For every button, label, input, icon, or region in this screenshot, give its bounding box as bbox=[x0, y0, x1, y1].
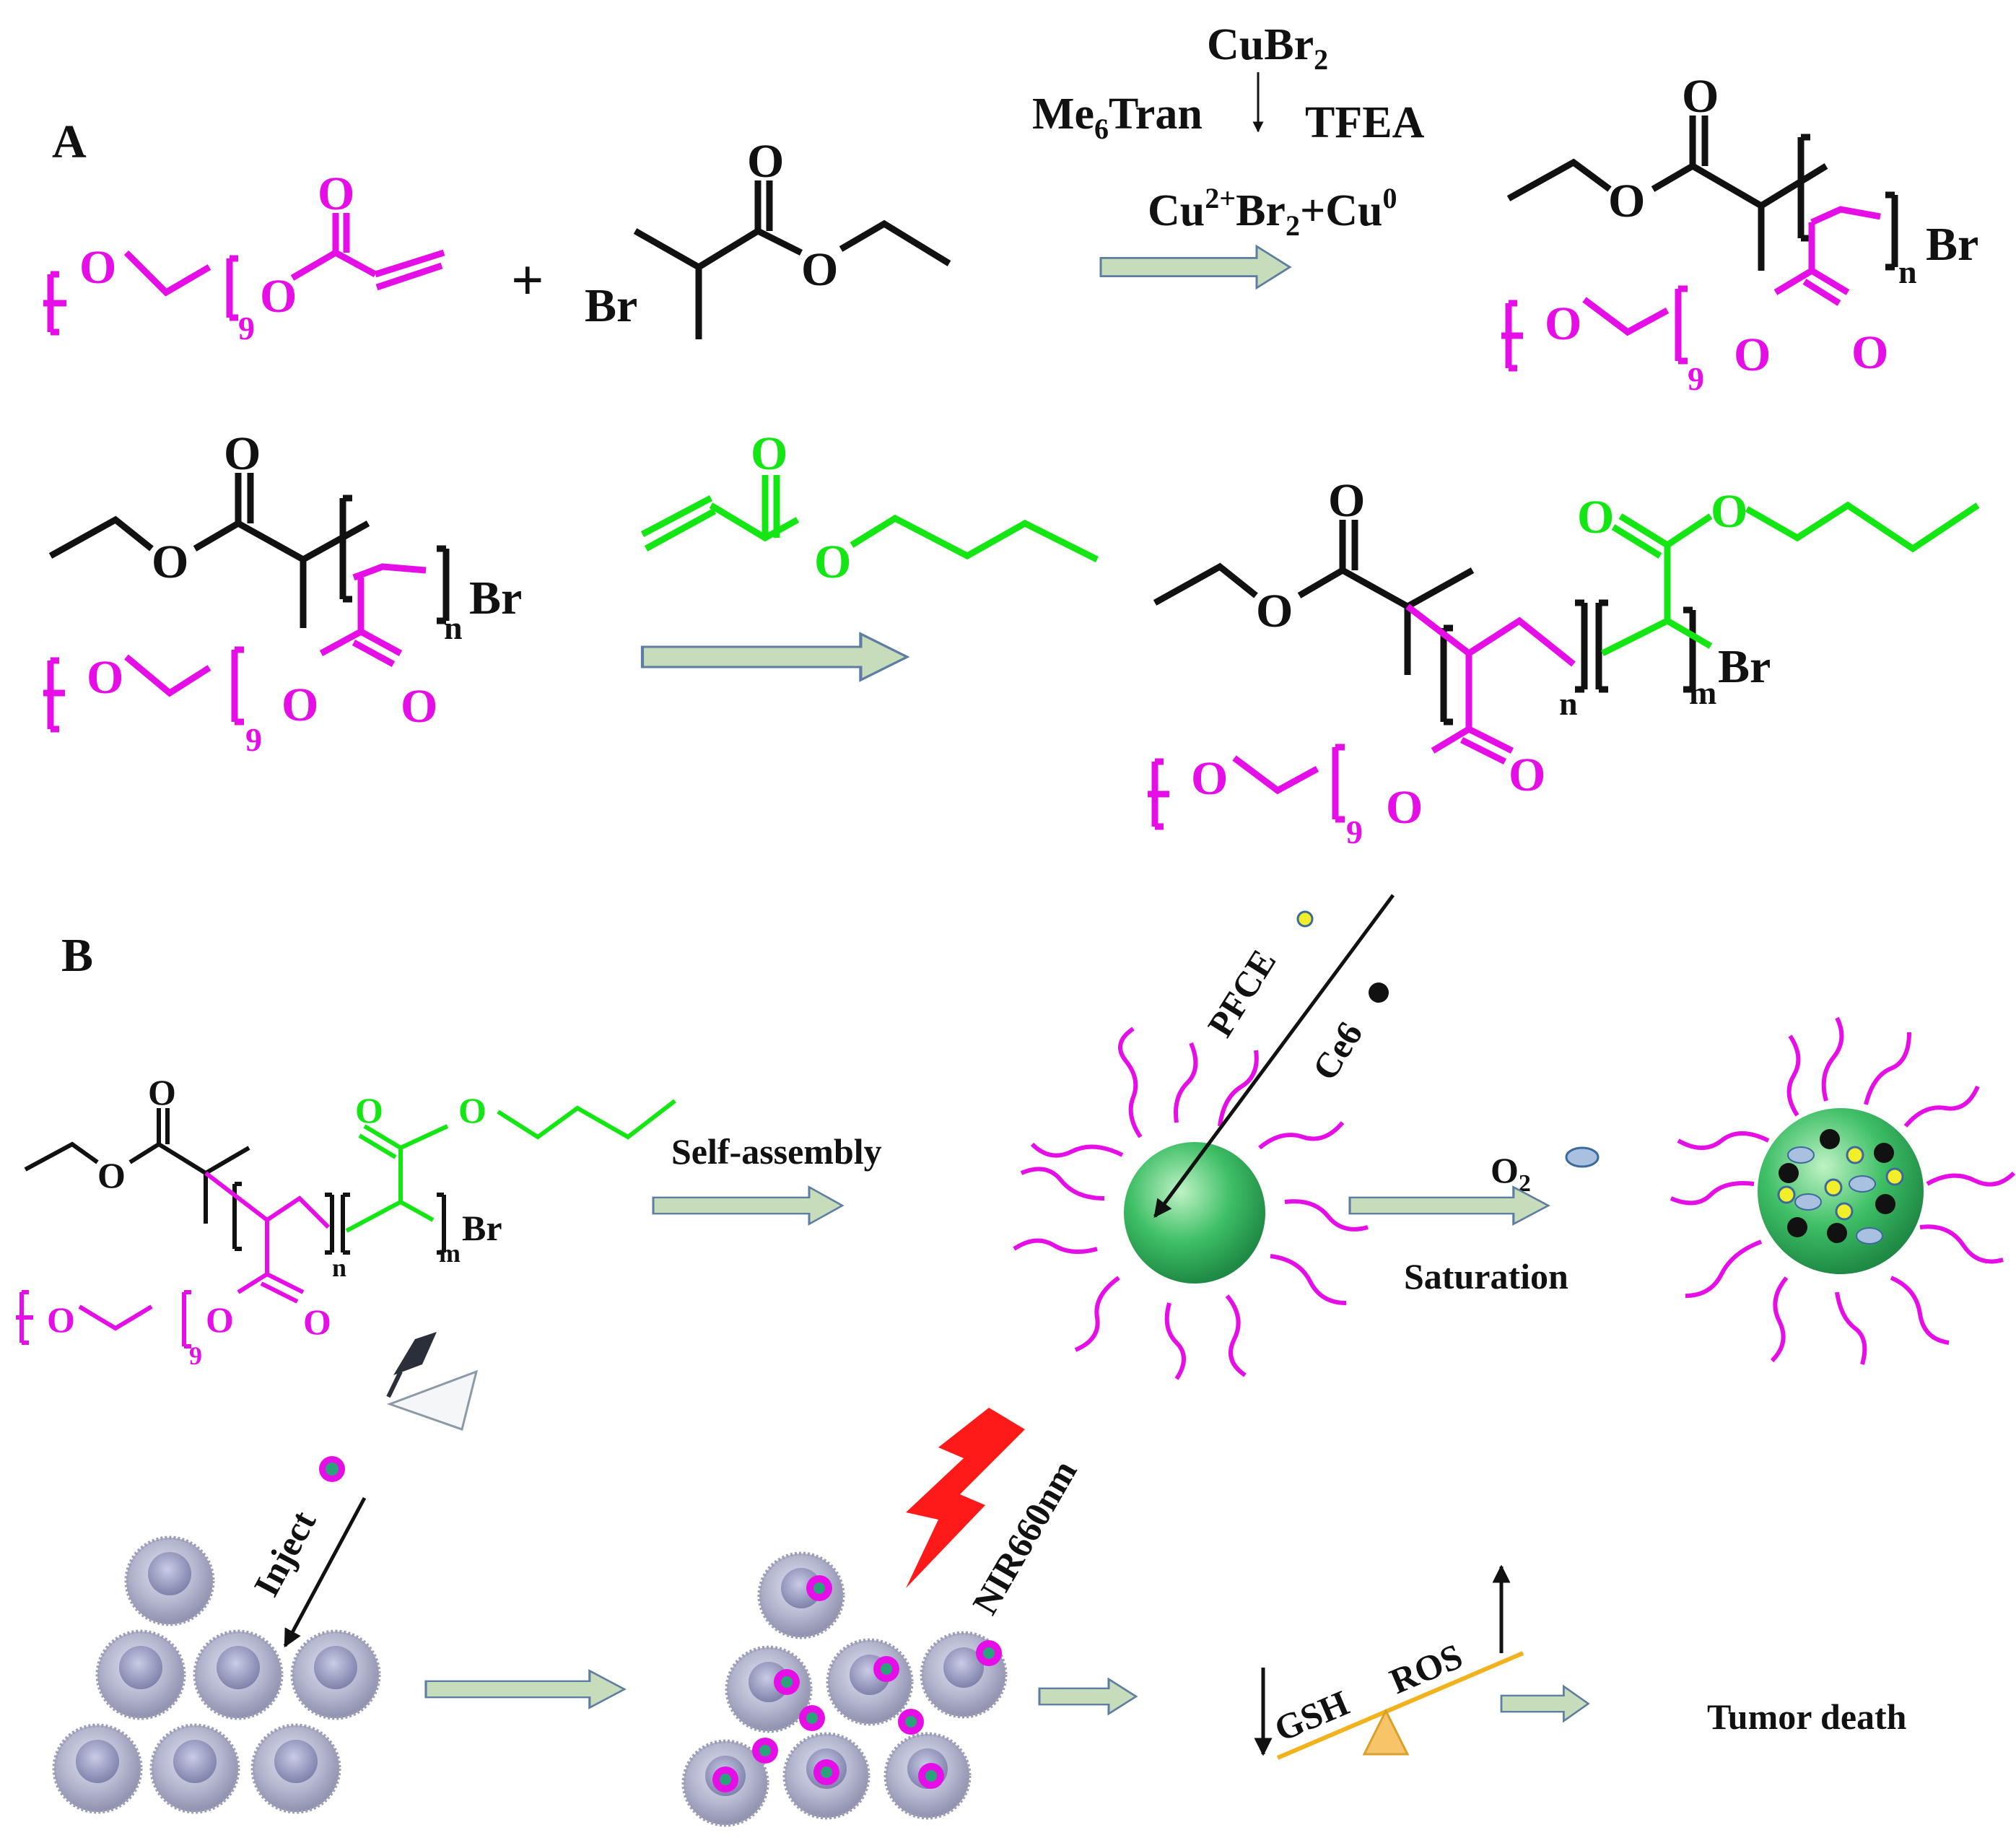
product1-peg-o2: O bbox=[1734, 328, 1771, 381]
loaded-o2 bbox=[1787, 1146, 1883, 1245]
product2-br: Br bbox=[1718, 640, 1771, 693]
small-butyl-o1: O bbox=[355, 1090, 383, 1130]
label-ce6: Ce6 bbox=[1304, 1015, 1371, 1087]
product1-peg-o3: O bbox=[1851, 326, 1888, 379]
macroinitiator-reactant: O O Br n O 9 O O bbox=[43, 427, 522, 758]
small-butyl-o2: O bbox=[458, 1090, 486, 1130]
peg-monomer-repeat: 9 bbox=[238, 310, 255, 347]
label-nir: NIR660nm bbox=[964, 1453, 1085, 1621]
peg-monomer-o2: O bbox=[260, 270, 297, 323]
arrow-self-assembly bbox=[652, 1185, 844, 1226]
product1-o-carbonyl: O bbox=[1682, 70, 1719, 123]
butyl-acrylate-monomer: O O bbox=[640, 427, 1099, 588]
reagent-ligand: Me6Tran bbox=[1032, 90, 1203, 145]
reactant2-peg-o2: O bbox=[282, 679, 318, 731]
small-peg-repeat: 9 bbox=[189, 1341, 202, 1370]
small-m: m bbox=[439, 1239, 461, 1268]
reactant2-o-ester: O bbox=[152, 536, 188, 588]
peg-monomer-o3: O bbox=[318, 167, 354, 220]
reactant2-br: Br bbox=[469, 572, 522, 624]
product2-butyl-o1: O bbox=[1577, 491, 1614, 544]
micelle-core bbox=[1124, 1142, 1265, 1284]
label-self-assembly: Self-assembly bbox=[671, 1131, 882, 1172]
product1-o-ester: O bbox=[1608, 175, 1645, 227]
balance-beam bbox=[1276, 1651, 1524, 1760]
product1-br: Br bbox=[1926, 218, 1978, 271]
reaction-arrow-2 bbox=[642, 634, 907, 680]
loaded-pfce bbox=[1777, 1146, 1904, 1221]
reactant2-o-carbonyl: O bbox=[224, 427, 261, 480]
empty-micelle bbox=[1013, 1027, 1369, 1380]
loaded-ce6 bbox=[1779, 1129, 1895, 1243]
label-tumor-death: Tumor death bbox=[1707, 1696, 1907, 1737]
ba-o-carbonyl: O bbox=[751, 427, 787, 480]
block-copolymer-product: O O Br n m O O O 9 O O bbox=[1148, 474, 1980, 850]
product2-peg-o3: O bbox=[1509, 749, 1545, 801]
laser-bolt-icon bbox=[906, 1408, 1025, 1588]
label-gsh: GSH bbox=[1268, 1682, 1354, 1749]
product1-peg-repeat: 9 bbox=[1688, 360, 1704, 397]
inject-arrow bbox=[283, 1496, 367, 1648]
reactant2-peg-repeat: 9 bbox=[245, 721, 262, 758]
small-o-ester: O bbox=[97, 1155, 126, 1195]
product2-o-ester: O bbox=[1256, 585, 1293, 637]
copolymer-small: O O Br n m O O O 9 O O bbox=[16, 1072, 676, 1370]
label-pfce: PFCE bbox=[1200, 942, 1284, 1043]
loading-arrow bbox=[1153, 894, 1395, 1219]
pfce-dot bbox=[1296, 910, 1314, 928]
small-o-carbonyl: O bbox=[148, 1072, 176, 1112]
product1-peg-o1: O bbox=[1545, 297, 1581, 350]
product2-peg-repeat: 9 bbox=[1346, 814, 1363, 850]
product2-peg-o2: O bbox=[1386, 781, 1423, 834]
small-br: Br bbox=[462, 1208, 502, 1248]
product1-n: n bbox=[1898, 253, 1917, 290]
peg-monomer-o1: O bbox=[79, 241, 116, 294]
small-peg-o3: O bbox=[303, 1302, 331, 1342]
macroinitiator-product: O O Br n O 9 O O bbox=[1501, 70, 1978, 397]
cell-nanoparticles bbox=[712, 1575, 1002, 1792]
peg-acrylate-monomer bbox=[43, 213, 445, 336]
initiator-o-ester: O bbox=[801, 243, 838, 296]
ba-o-ester: O bbox=[814, 536, 851, 588]
label-inject: Inject bbox=[245, 1504, 323, 1603]
arrow-to-balance bbox=[1038, 1678, 1138, 1715]
initiator-ebib bbox=[633, 180, 951, 339]
plus-sign: + bbox=[511, 249, 544, 313]
reagent-copper: Cu2+Br2+Cu0 bbox=[1148, 182, 1397, 242]
small-n: n bbox=[332, 1253, 346, 1282]
tumor-cells-untreated bbox=[52, 1535, 381, 1814]
reactant2-peg-o3: O bbox=[401, 680, 437, 733]
ce6-dot bbox=[1369, 983, 1389, 1003]
small-peg-o1: O bbox=[47, 1299, 75, 1340]
panel-a-label: A bbox=[52, 116, 87, 168]
product2-m: m bbox=[1689, 674, 1716, 711]
product2-butyl-o2: O bbox=[1711, 485, 1747, 538]
reactant2-peg-o1: O bbox=[87, 651, 123, 704]
redox-balance: GSH ROS bbox=[1254, 1564, 1524, 1760]
product2-n: n bbox=[1559, 685, 1578, 722]
product2-o-carbonyl: O bbox=[1328, 474, 1365, 527]
arrow-cells bbox=[424, 1669, 626, 1709]
label-o2: O2 bbox=[1491, 1150, 1531, 1197]
small-peg-o2: O bbox=[206, 1299, 234, 1340]
loaded-micelle bbox=[1670, 1016, 2016, 1365]
label-saturation: Saturation bbox=[1404, 1256, 1568, 1297]
syringe-icon bbox=[386, 1332, 479, 1431]
initiator-br: Br bbox=[585, 279, 637, 332]
reagent-cubr2: CuBr2 bbox=[1207, 20, 1328, 76]
o2-bubble bbox=[1565, 1146, 1600, 1168]
initiator-o-carbonyl: O bbox=[747, 135, 784, 188]
panel-b-label: B bbox=[61, 929, 93, 982]
reactant2-n: n bbox=[444, 609, 463, 646]
reagent-solvent: TFEA bbox=[1305, 98, 1425, 147]
arrow-saturation bbox=[1348, 1185, 1550, 1226]
product2-peg-o1: O bbox=[1191, 752, 1228, 805]
arrow-to-death bbox=[1500, 1685, 1589, 1722]
injected-nanoparticle bbox=[319, 1456, 345, 1482]
balance-fulcrum bbox=[1362, 1708, 1410, 1756]
reaction-arrow-1 bbox=[1099, 245, 1291, 289]
label-ros: ROS bbox=[1384, 1635, 1468, 1702]
